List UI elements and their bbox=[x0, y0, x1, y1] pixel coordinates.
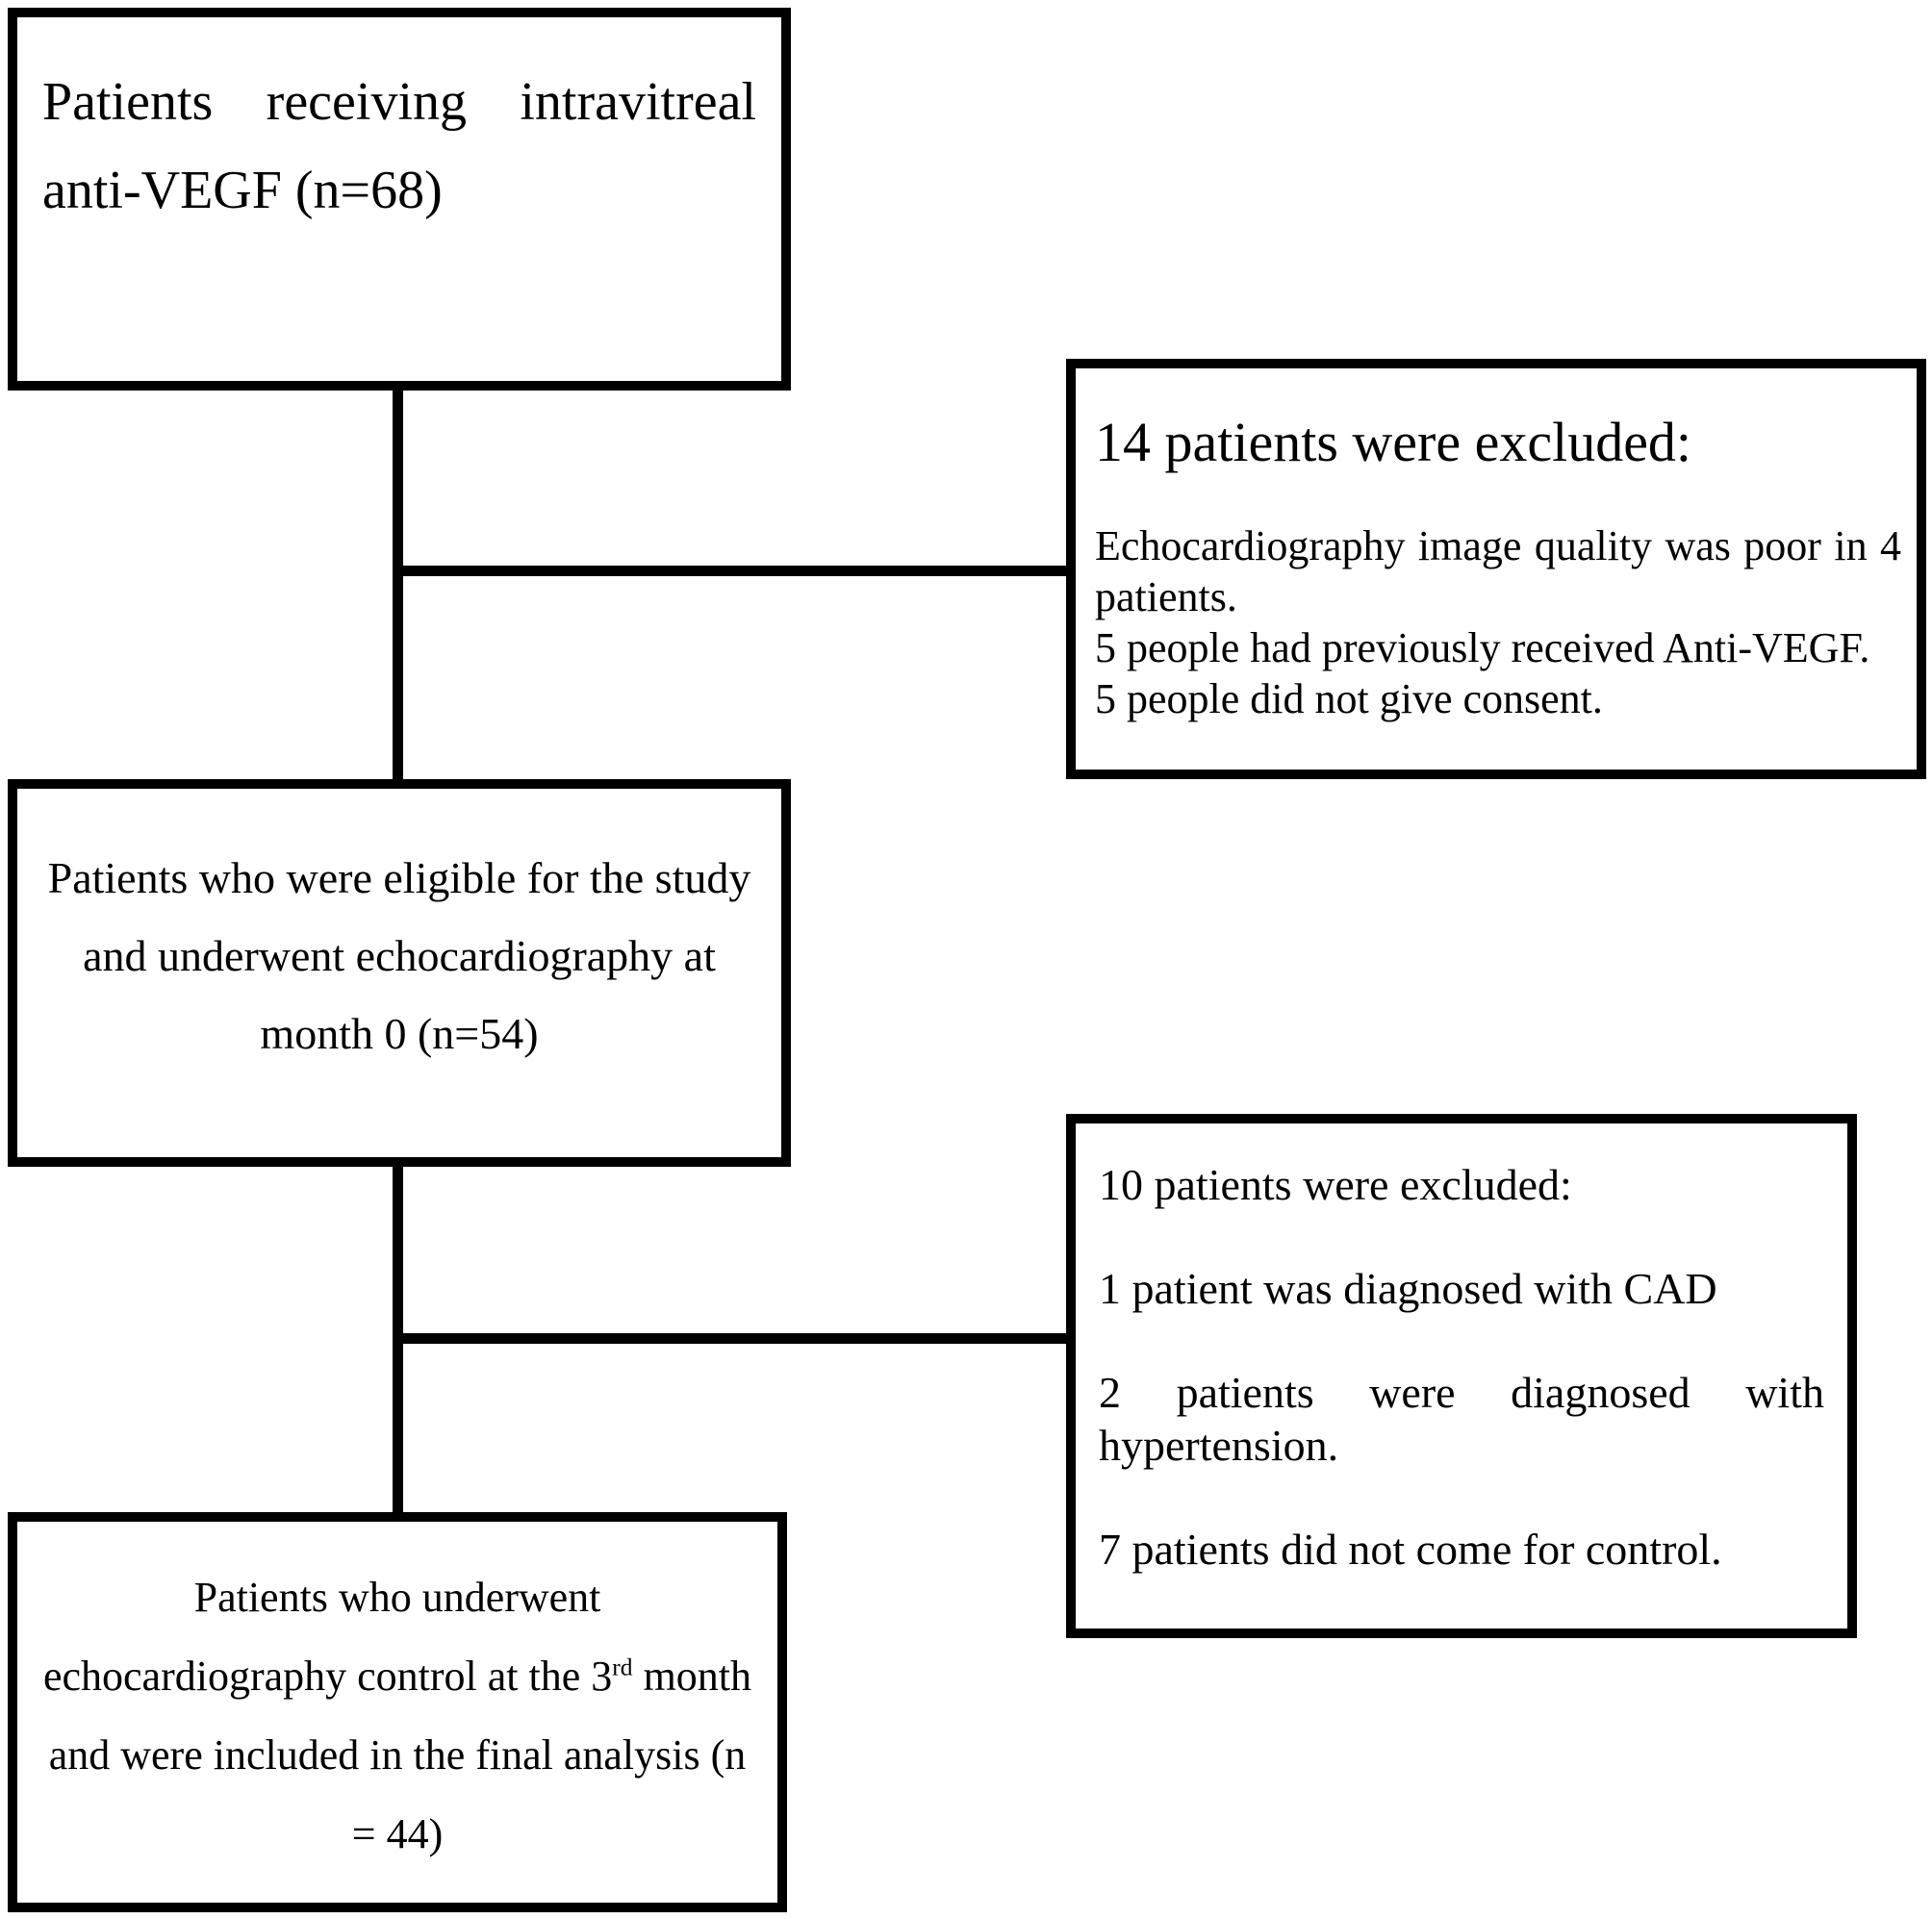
final-line-1: Patients who underwent bbox=[193, 1574, 601, 1621]
receiving-line-1: Patients receiving intravitreal bbox=[42, 72, 756, 132]
excluded10-para-2: 2 patients were diagnosed with hypertens… bbox=[1099, 1366, 1824, 1472]
final-line-4: = 44) bbox=[351, 1810, 444, 1857]
final-line-2: echocardiography control at the 3rd mont… bbox=[27, 1637, 768, 1716]
excluded10-para-2-line-2: hypertension. bbox=[1099, 1421, 1339, 1470]
connector-branch-excluded10 bbox=[393, 1333, 1070, 1344]
excluded14-line-2: patients. bbox=[1095, 573, 1237, 620]
box-patients-receiving: Patients receiving intravitreal anti-VEG… bbox=[8, 8, 791, 391]
box-final-analysis: Patients who underwent echocardiography … bbox=[8, 1512, 787, 1912]
excluded14-line-4: 5 people did not give consent. bbox=[1095, 675, 1603, 722]
excluded10-para-1: 1 patient was diagnosed with CAD bbox=[1099, 1264, 1717, 1313]
connector-branch-excluded14 bbox=[393, 566, 1072, 576]
box-eligible-month0: Patients who were eligible for the study… bbox=[8, 779, 791, 1167]
excluded14-line-1: Echocardiography image quality was poor … bbox=[1095, 522, 1901, 569]
excluded14-heading: 14 patients were excluded: bbox=[1095, 411, 1692, 473]
eligible-line-2: and underwent echocardiography at bbox=[83, 931, 716, 980]
final-line-2-superscript: rd bbox=[612, 1653, 633, 1681]
excluded10-para-3: 7 patients did not come for control. bbox=[1099, 1525, 1722, 1574]
final-line-2-pre: echocardiography control at the 3 bbox=[42, 1653, 613, 1700]
final-line-2-post: month bbox=[632, 1653, 752, 1700]
excluded10-para-2-line-1: 2 patients were diagnosed with bbox=[1099, 1368, 1824, 1417]
eligible-line-1: Patients who were eligible for the study bbox=[47, 853, 751, 902]
box-excluded-10: 10 patients were excluded: 1 patient was… bbox=[1066, 1114, 1857, 1638]
final-line-3: and were included in the final analysis … bbox=[48, 1731, 747, 1779]
receiving-line-2: anti-VEGF (n=68) bbox=[42, 161, 443, 220]
connector-vertical-top bbox=[393, 385, 403, 783]
eligible-line-3: month 0 (n=54) bbox=[260, 1009, 539, 1058]
excluded14-line-3: 5 people had previously received Anti-VE… bbox=[1095, 624, 1870, 671]
excluded10-heading: 10 patients were excluded: bbox=[1099, 1160, 1572, 1209]
box-excluded-14: 14 patients were excluded: Echocardiogra… bbox=[1066, 359, 1926, 779]
